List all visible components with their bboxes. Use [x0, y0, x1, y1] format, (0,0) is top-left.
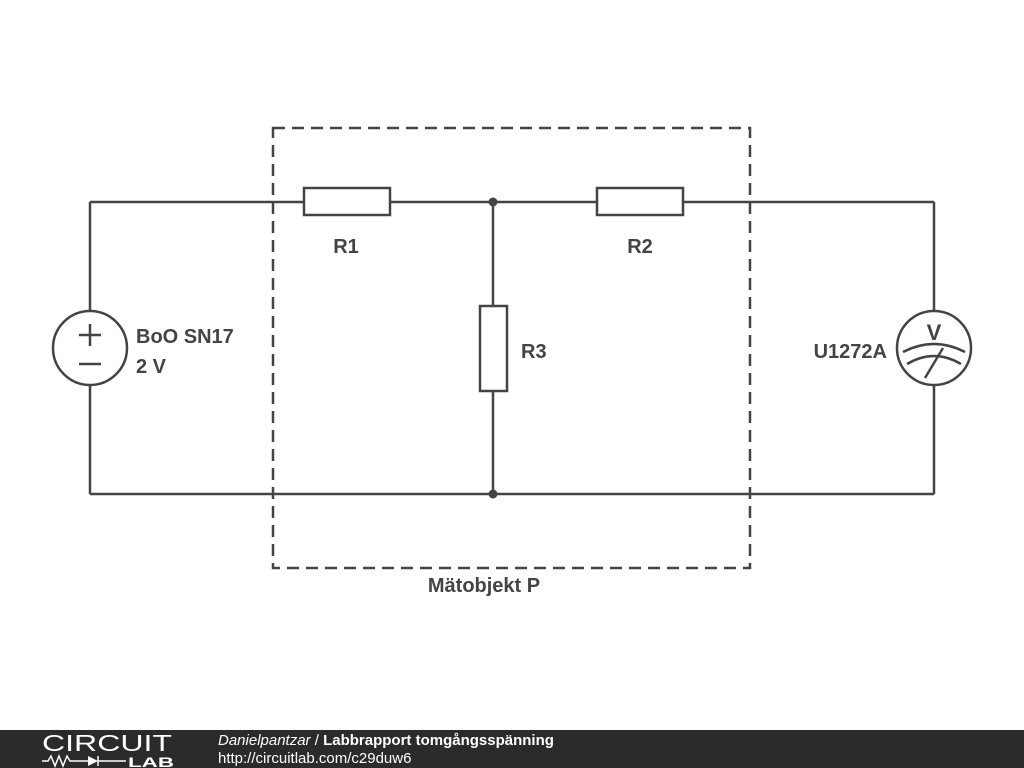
label-r1: R1: [333, 236, 359, 258]
label-source-value: 2 V: [136, 356, 167, 378]
circuitlab-logo[interactable]: CIRCUIT LAB: [40, 730, 180, 768]
logo-text-bottom: LAB: [128, 754, 174, 768]
diode-icon: [88, 756, 98, 766]
label-enclosure: Mätobjekt P: [428, 575, 540, 597]
label-source-name: BoO SN17: [136, 326, 234, 348]
meta-separator: /: [310, 732, 324, 749]
junction-top: [488, 197, 498, 207]
circuit-url[interactable]: http://circuitlab.com/c29duw6: [218, 750, 412, 767]
label-r3: R3: [521, 341, 547, 363]
junction-bottom: [488, 489, 498, 499]
label-meter-name: U1272A: [814, 341, 887, 363]
circuit-title[interactable]: Labbrapport tomgångsspänning: [323, 732, 554, 749]
resistor-icon: [42, 753, 88, 768]
circuit-meta: Danielpantzar / Labbrapport tomgångsspän…: [218, 732, 554, 768]
resistor-r2: [595, 186, 685, 217]
resistor-r1: [302, 186, 392, 217]
voltmeter: V: [895, 309, 973, 387]
circuit-schematic: V R1 R2 R3 BoO SN17 2 V U1272A Mätobjekt…: [51, 126, 973, 597]
resistor-r3: [478, 304, 509, 393]
logo-text-top: CIRCUIT: [42, 730, 172, 756]
measurement-object-boundary: [271, 126, 752, 570]
voltmeter-symbol: V: [927, 320, 942, 345]
footer-bar: CIRCUIT LAB Danielpantzar / Labbrapport …: [0, 730, 1024, 768]
wires: [88, 200, 936, 496]
label-r2: R2: [627, 236, 653, 258]
author-link[interactable]: Danielpantzar: [218, 732, 311, 749]
voltage-source: [51, 309, 129, 387]
